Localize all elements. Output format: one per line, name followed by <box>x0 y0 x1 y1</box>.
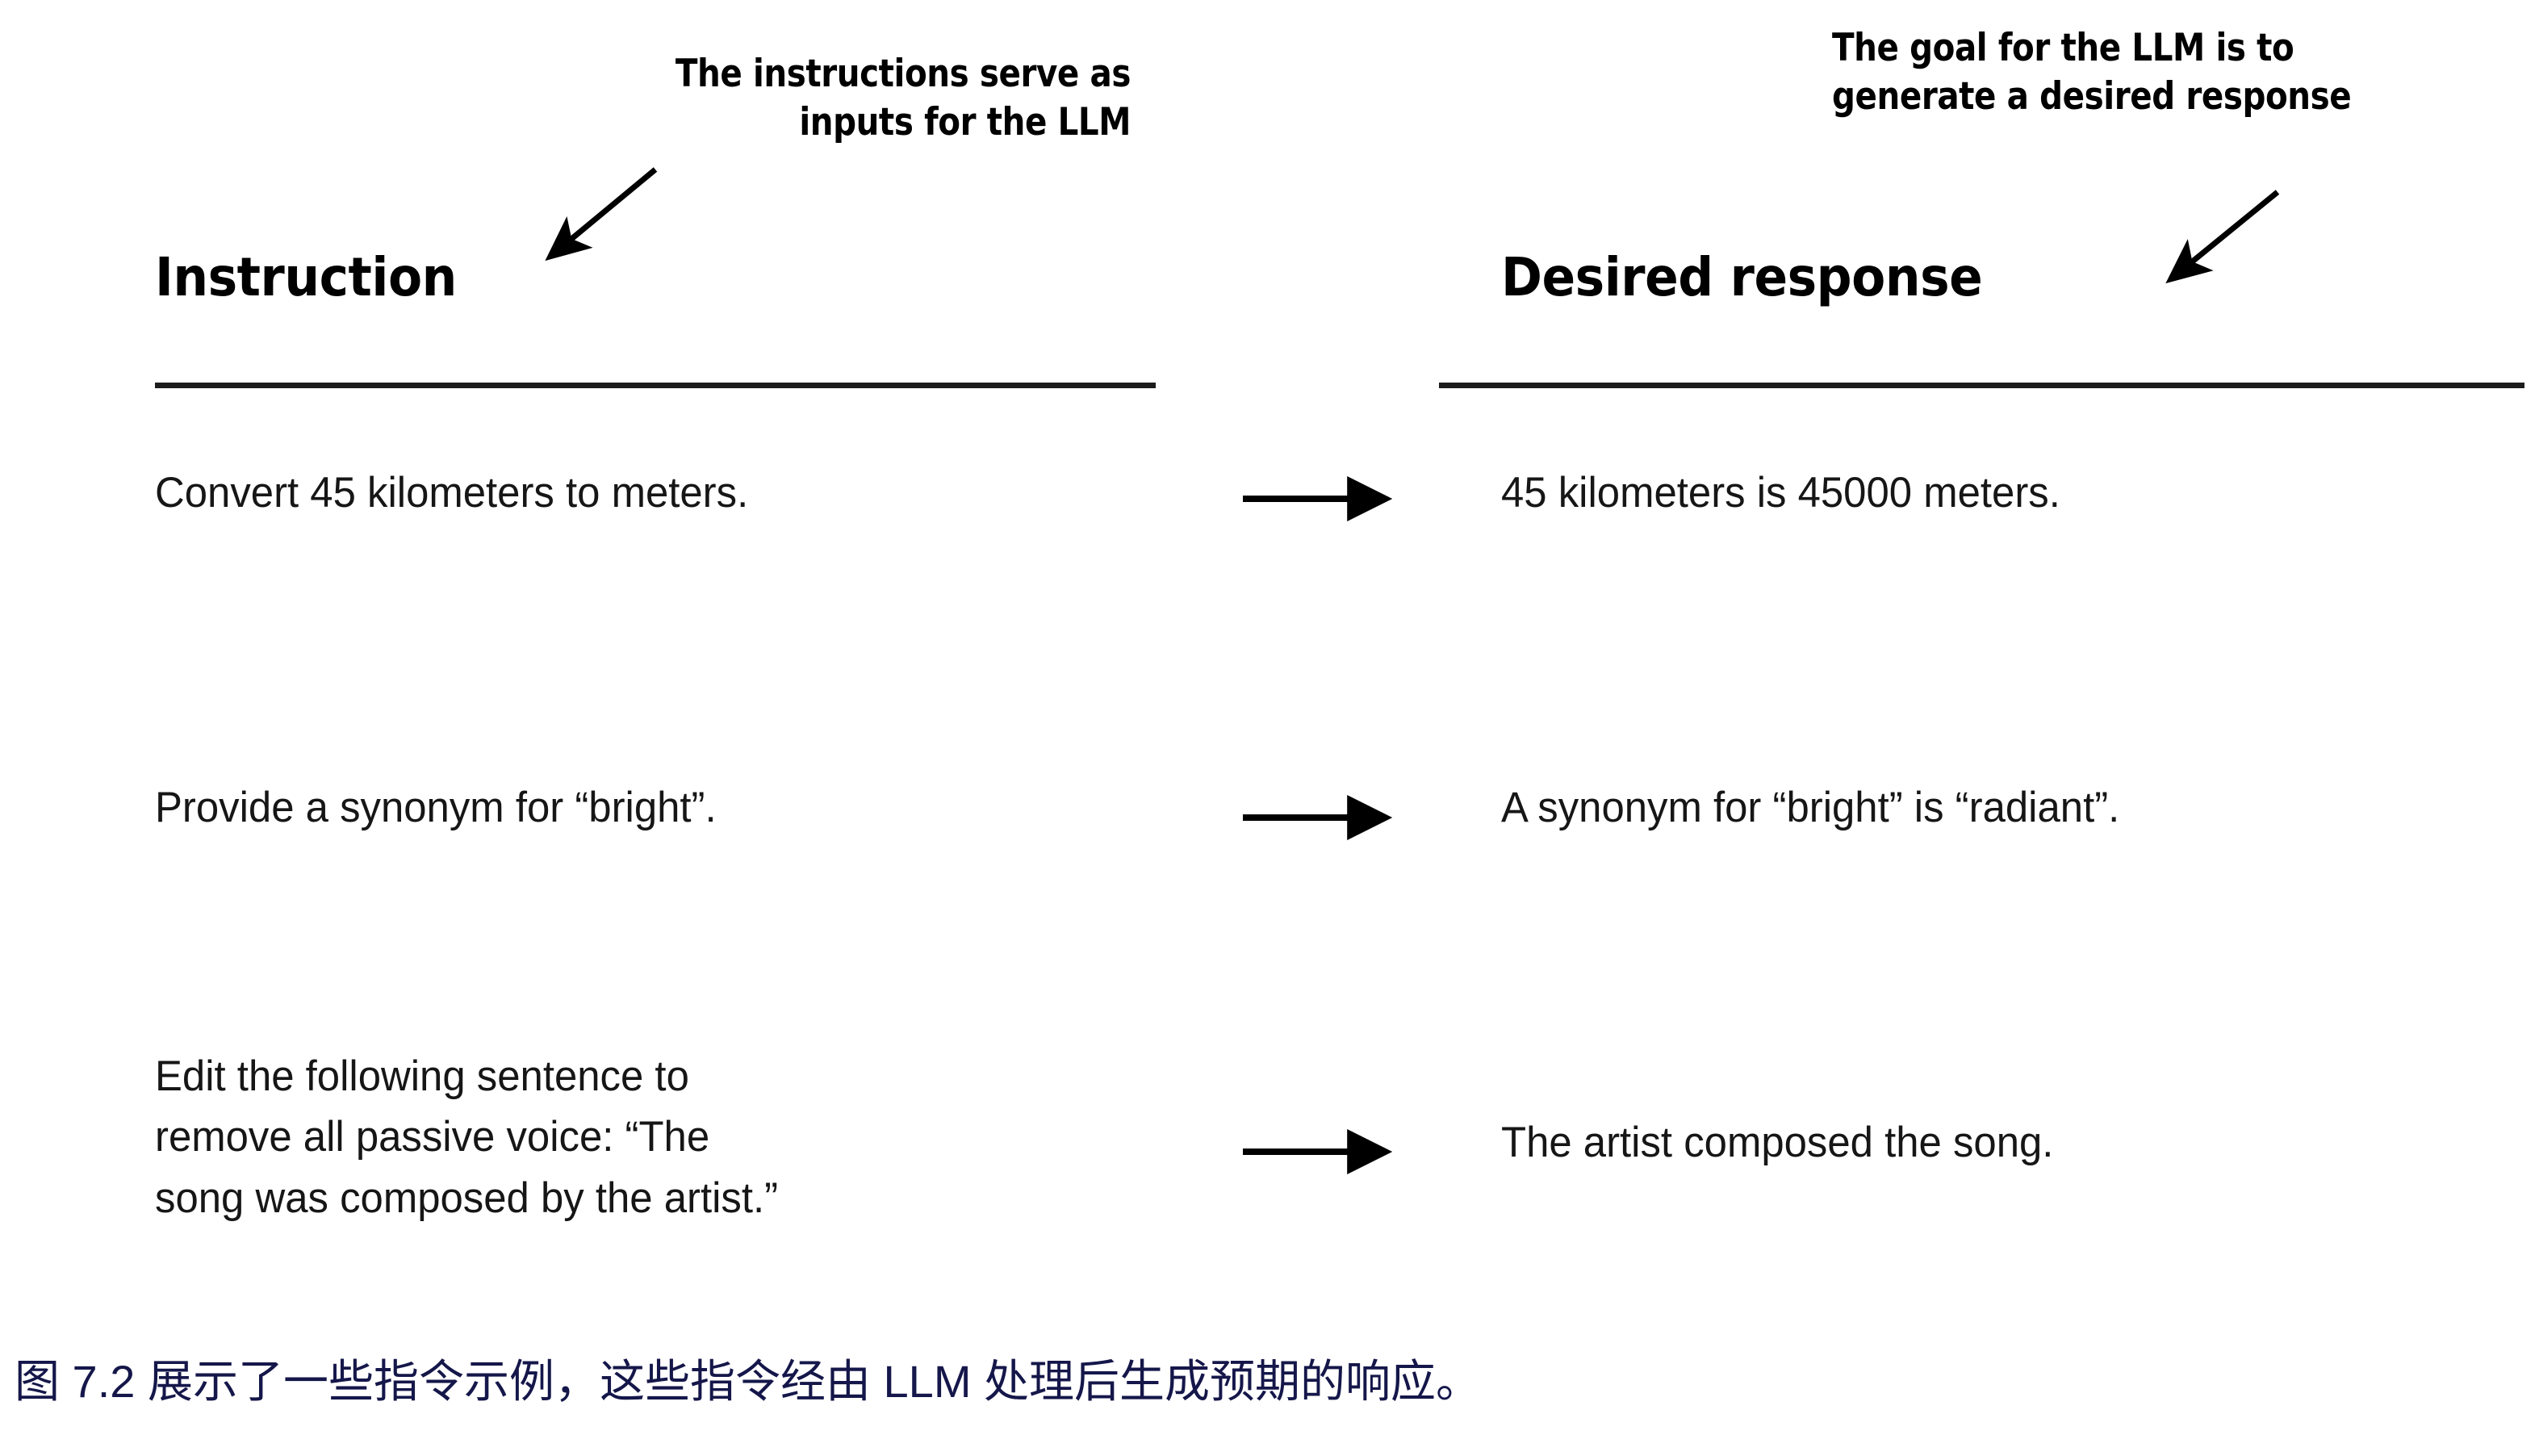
instruction-cell-3: Edit the following sentence to remove al… <box>155 1052 779 1222</box>
figure-caption: 图 7.2 展示了一些指令示例，这些指令经由 LLM 处理后生成预期的响应。 <box>15 1356 1482 1407</box>
response-cell-2: A synonym for “bright” is “radiant”. <box>1501 784 2120 831</box>
column-heading-desired-response: Desired response <box>1501 246 1983 308</box>
column-divider-right <box>1439 383 2524 388</box>
response-cell-1: 45 kilometers is 45000 meters. <box>1501 469 2060 517</box>
callout-left-line-2: inputs for the LLM <box>799 100 1131 145</box>
callout-right-line-2: generate a desired response <box>1832 74 2352 119</box>
callout-arrow-left-icon <box>545 167 658 261</box>
instruction-cell-2: Provide a synonym for “bright”. <box>155 784 717 831</box>
callout-right-line-1: The goal for the LLM is to <box>1832 26 2294 70</box>
column-divider-left <box>155 383 1156 388</box>
response-cell-3: The artist composed the song. <box>1501 1119 2054 1166</box>
callout-arrow-right-icon <box>2165 190 2280 284</box>
column-heading-instruction: Instruction <box>155 246 457 308</box>
callout-annotation-right: The goal for the LLM is to generate a de… <box>1832 24 2352 121</box>
callout-left-line-1: The instructions serve as <box>675 52 1131 96</box>
callout-annotation-left: The instructions serve as inputs for the… <box>676 50 1131 147</box>
instruction-cell-1: Convert 45 kilometers to meters. <box>155 469 749 517</box>
